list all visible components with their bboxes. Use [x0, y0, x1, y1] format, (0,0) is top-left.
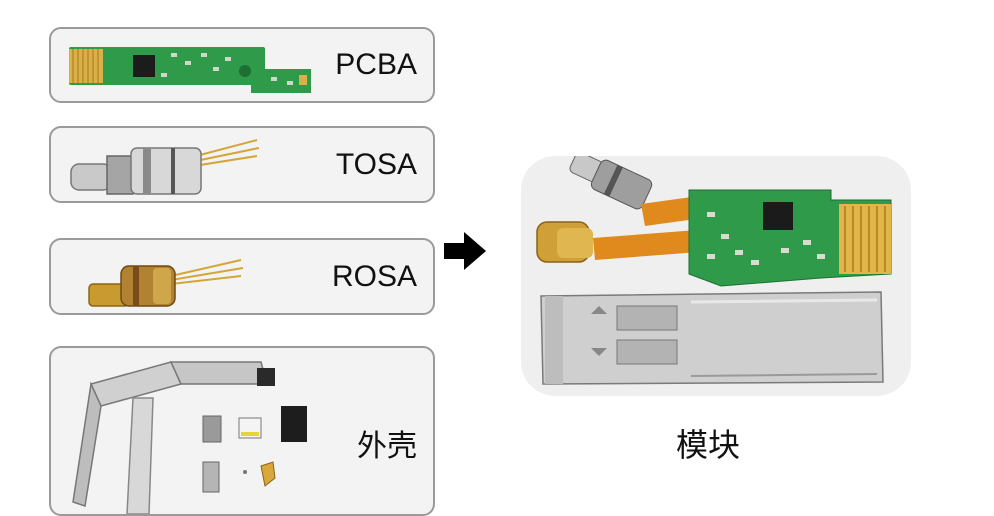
- assembled-module-image: [536, 156, 892, 385]
- tosa-image: [70, 139, 260, 195]
- metal-shell-image: [72, 361, 307, 514]
- shell-card: 外壳: [49, 346, 435, 516]
- tosa-card: TOSA: [49, 126, 435, 203]
- module-image-panel: [521, 156, 911, 396]
- rosa-image: [88, 259, 244, 307]
- shell-label: 外壳: [357, 430, 417, 463]
- pcba-card: PCBA: [49, 27, 435, 103]
- module-label: 模块: [676, 426, 741, 464]
- right-arrow-icon: [444, 232, 486, 270]
- pcba-label: PCBA: [335, 48, 417, 81]
- pcb-board-image: [69, 47, 311, 93]
- tosa-label: TOSA: [335, 147, 417, 181]
- rosa-label: ROSA: [331, 259, 417, 293]
- rosa-card: ROSA: [49, 238, 435, 315]
